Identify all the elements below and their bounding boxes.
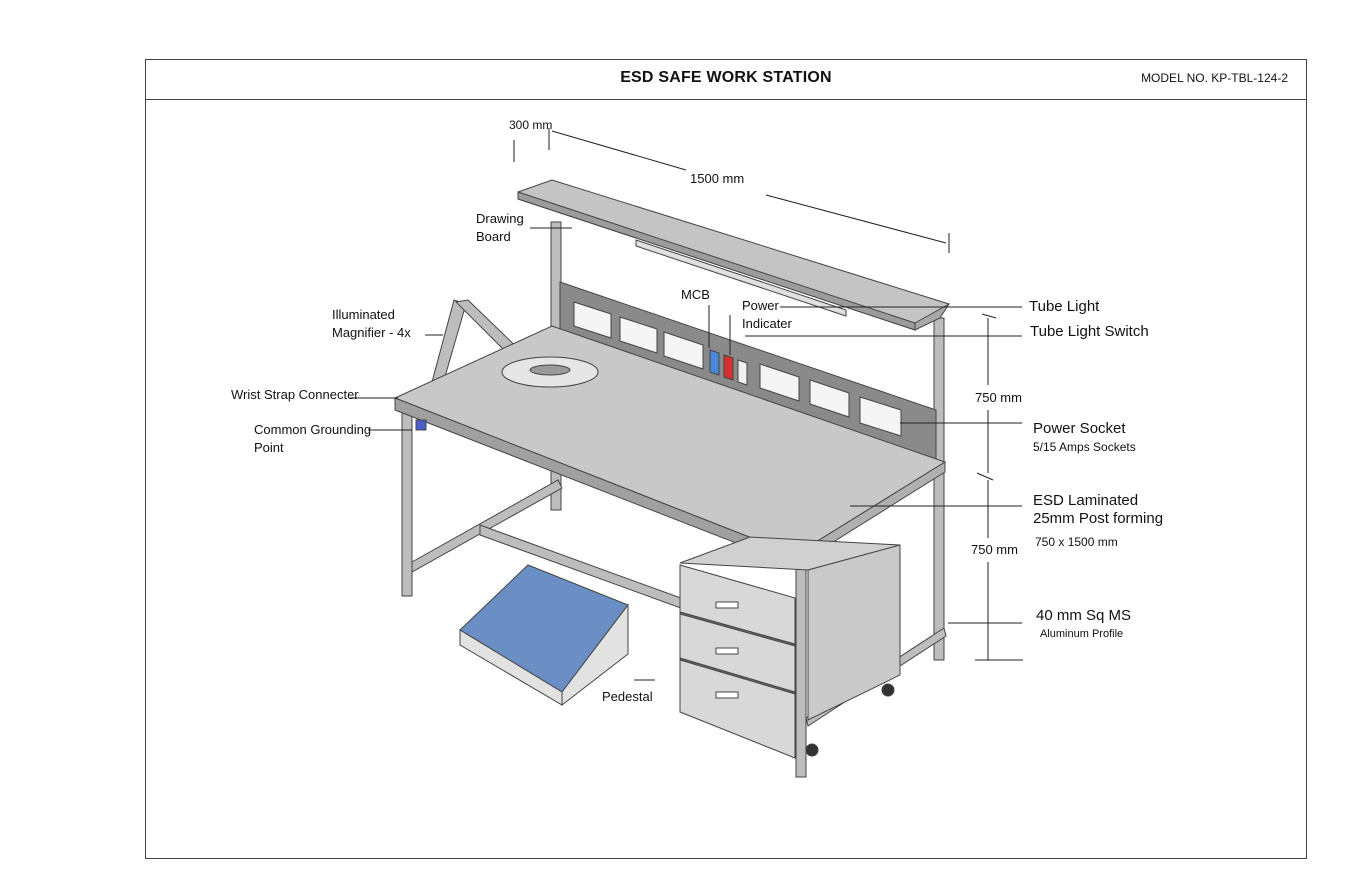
mcb-label: MCB <box>681 287 710 302</box>
dimension-upper-height-label: 750 mm <box>975 390 1022 405</box>
caster-wheel <box>881 683 895 697</box>
tube-light <box>635 239 847 317</box>
wrist-strap-label: Wrist Strap Connecter <box>231 387 359 402</box>
power-socket-label: Power Socket 5/15 Amps Sockets <box>1033 420 1136 454</box>
page-title: ESD SAFE WORK STATION <box>620 69 832 86</box>
mcb-switch <box>709 349 720 376</box>
light-switch <box>737 359 748 386</box>
drawer-handle <box>715 691 739 699</box>
tube-light-label: Tube Light <box>1029 298 1100 315</box>
dimension-width-label: 1500 mm <box>690 171 745 186</box>
drawing-frame: ESD SAFE WORK STATION MODEL NO. KP-TBL-1… <box>145 59 1307 859</box>
model-number: MODEL NO. KP-TBL-124-2 <box>1141 71 1288 85</box>
drawer-handle <box>715 647 739 655</box>
left-side-rail <box>411 479 563 573</box>
grounding-point <box>415 419 427 431</box>
drawer-handle <box>715 601 739 609</box>
socket-group <box>573 301 902 437</box>
power-indicator <box>723 354 734 381</box>
pedestal-label: Pedestal <box>602 689 653 704</box>
caster-wheel <box>805 743 819 757</box>
title-block: ESD SAFE WORK STATION MODEL NO. KP-TBL-1… <box>146 60 1306 100</box>
dimension-lower-height-label: 750 mm <box>971 542 1018 557</box>
front-right-leg <box>795 561 807 778</box>
rear-right-post <box>933 317 945 661</box>
tube-light-switch-label: Tube Light Switch <box>1030 323 1149 340</box>
pedestal-front <box>679 564 796 759</box>
front-left-leg <box>401 411 413 597</box>
esd-size-label: 750 x 1500 mm <box>1035 535 1118 549</box>
profile-label: 40 mm Sq MS Aluminum Profile <box>1036 607 1132 640</box>
dimension-depth-label: 300 mm <box>509 118 553 132</box>
